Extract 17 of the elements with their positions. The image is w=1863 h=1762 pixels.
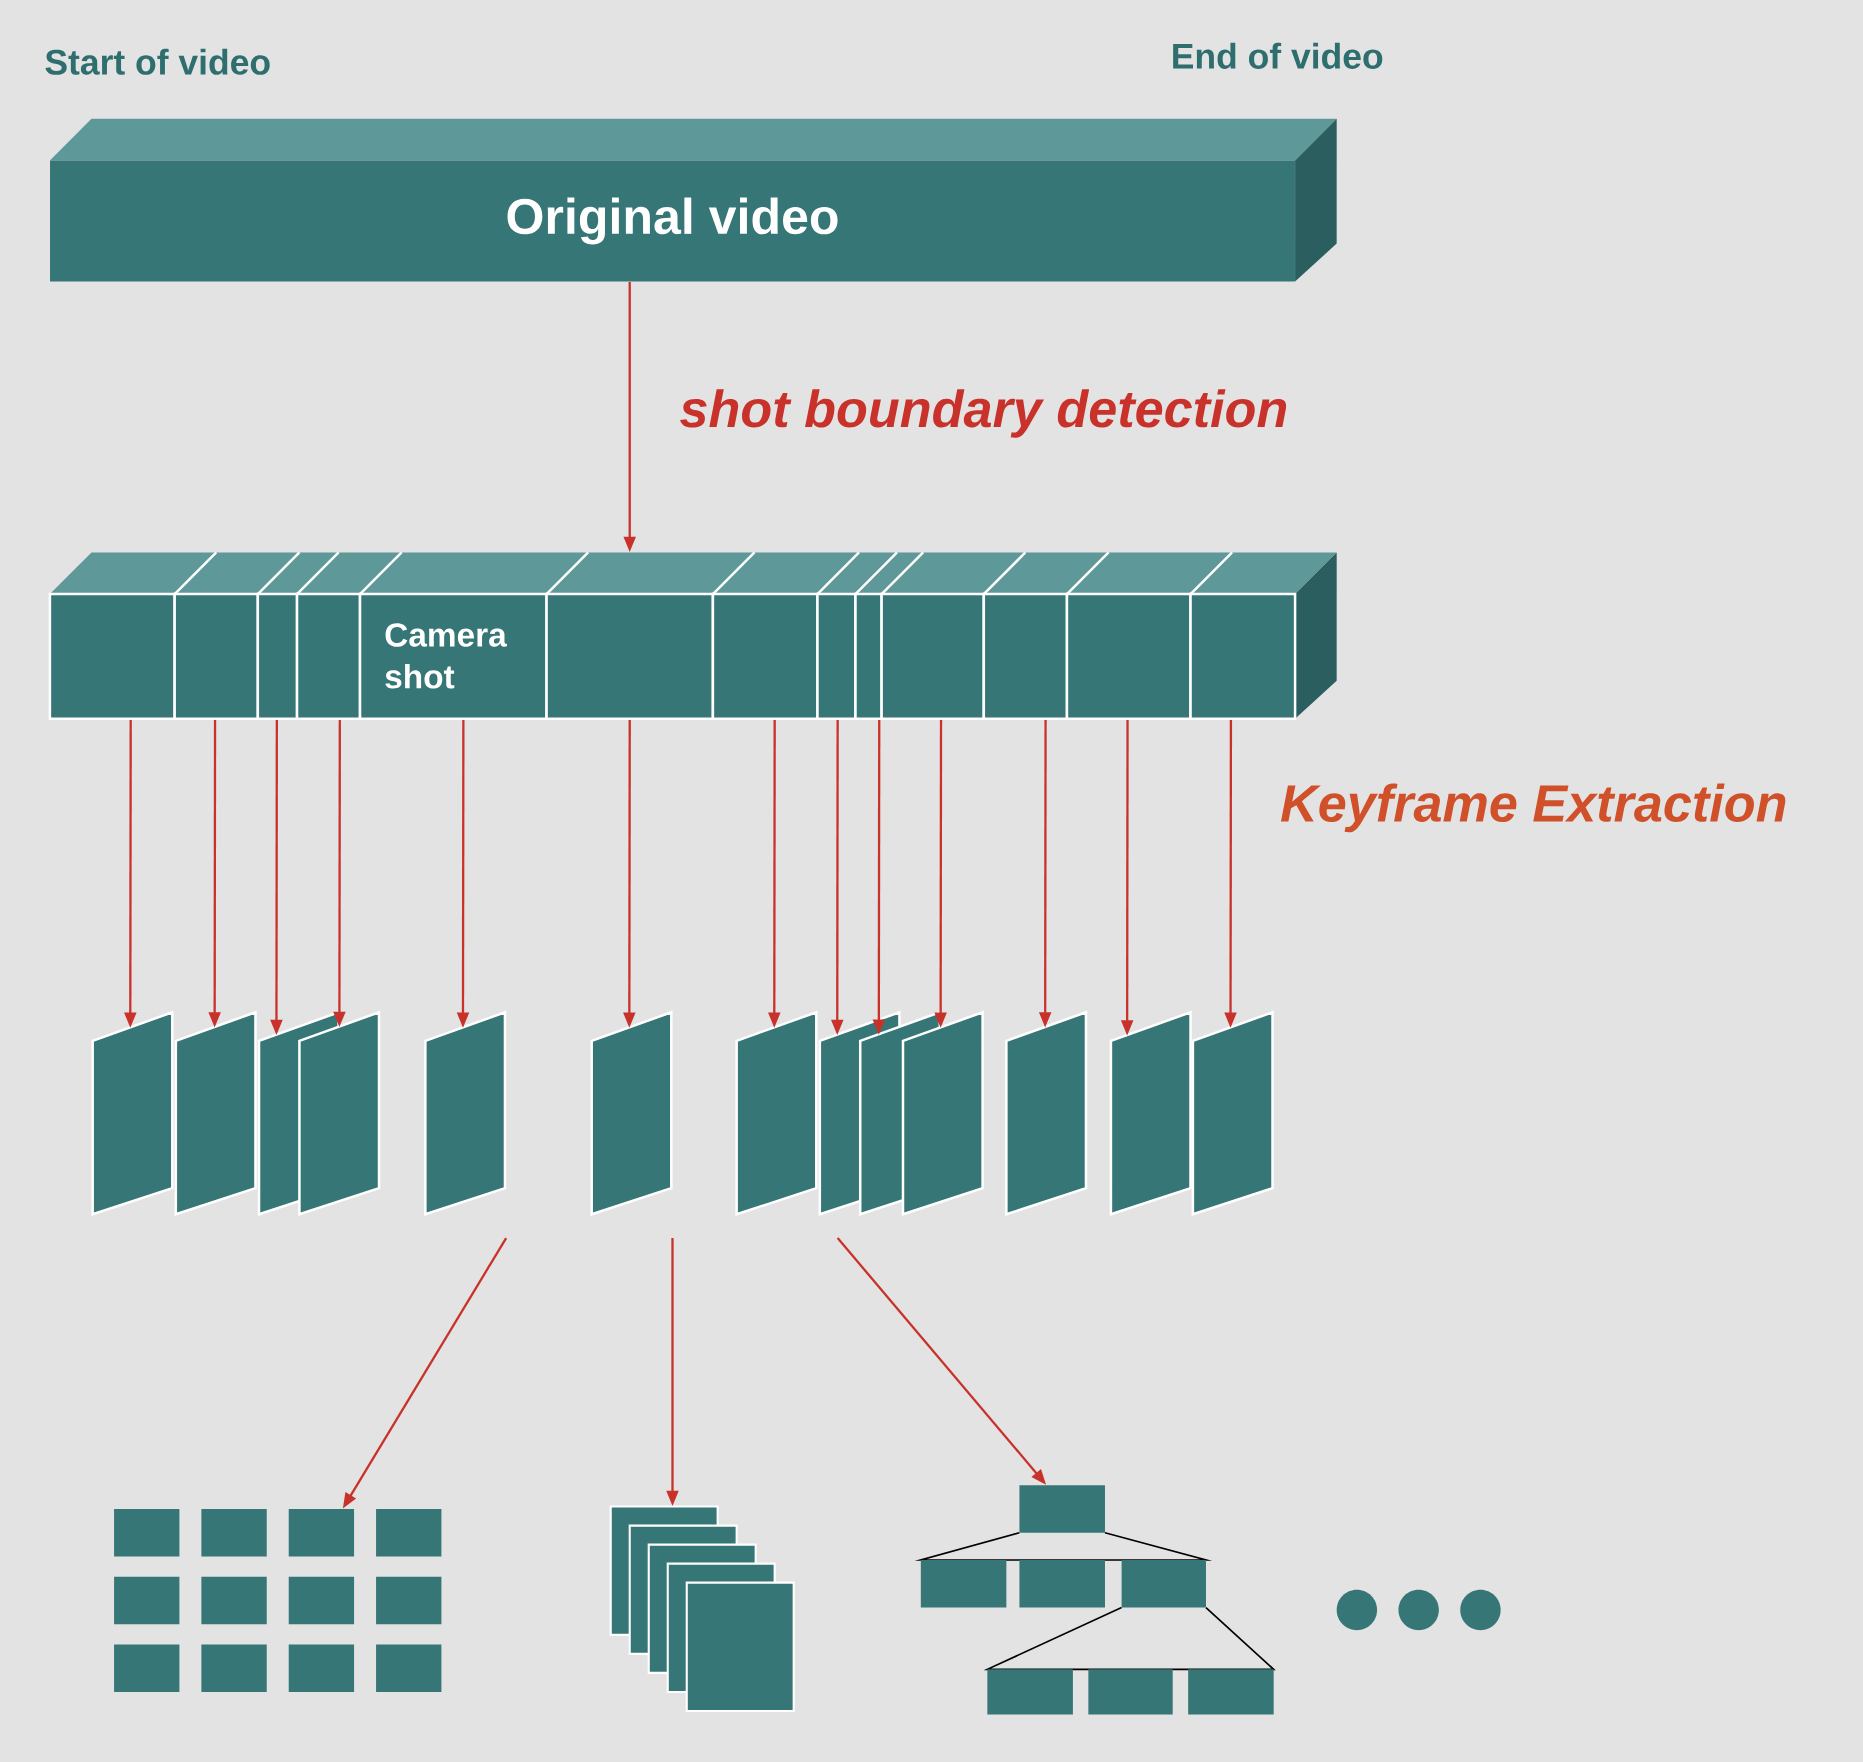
stacked-frames-drawing xyxy=(609,1505,795,1712)
shot-segment xyxy=(1065,592,1192,721)
shot-segment xyxy=(48,592,176,721)
shot-segment xyxy=(545,592,715,721)
timeline-label: Start of video xyxy=(45,48,270,75)
step-label: Keyframe Extraction xyxy=(1281,783,1786,833)
shot-segment xyxy=(295,592,362,721)
shot-segment xyxy=(816,592,857,721)
video-bar: Original video xyxy=(49,118,1337,282)
shot-segment xyxy=(1189,592,1297,721)
shot-segment xyxy=(854,592,883,721)
timeline-label: End of video xyxy=(1173,42,1383,69)
thumbnail-grid-drawing xyxy=(114,1508,442,1692)
shot-segment xyxy=(256,592,299,721)
shot-segment xyxy=(982,592,1069,721)
tree-drawing xyxy=(914,1485,1276,1715)
edge-label: shot boundary detection xyxy=(675,384,1293,442)
